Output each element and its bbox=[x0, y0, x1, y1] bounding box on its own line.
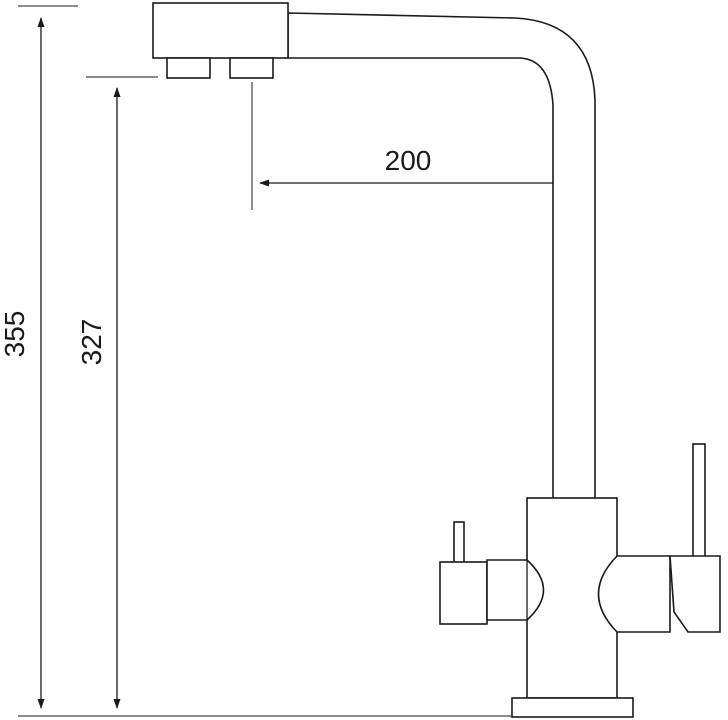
spout-head bbox=[152, 2, 289, 59]
total-height-dimension: 355 bbox=[0, 5, 520, 717]
faucet-base bbox=[511, 697, 634, 718]
right-valve-cylinder bbox=[597, 555, 671, 633]
faucet bbox=[152, 2, 721, 718]
spout-height-dimension: 327 bbox=[76, 76, 158, 709]
right-lever-handle bbox=[692, 443, 706, 561]
left-valve-cylinder bbox=[486, 559, 545, 621]
spout-height-label: 327 bbox=[76, 319, 107, 366]
spout-reach-dimension: 200 bbox=[251, 82, 573, 210]
left-lever-cap bbox=[439, 561, 488, 625]
spout-outlet-left bbox=[166, 57, 211, 79]
spout-tube bbox=[287, 12, 596, 501]
spout-reach-label: 200 bbox=[385, 145, 432, 176]
spout-outlet-right bbox=[229, 57, 274, 79]
total-height-label: 355 bbox=[0, 311, 30, 358]
left-lever-handle bbox=[453, 521, 465, 565]
right-lever-cap bbox=[669, 555, 721, 633]
